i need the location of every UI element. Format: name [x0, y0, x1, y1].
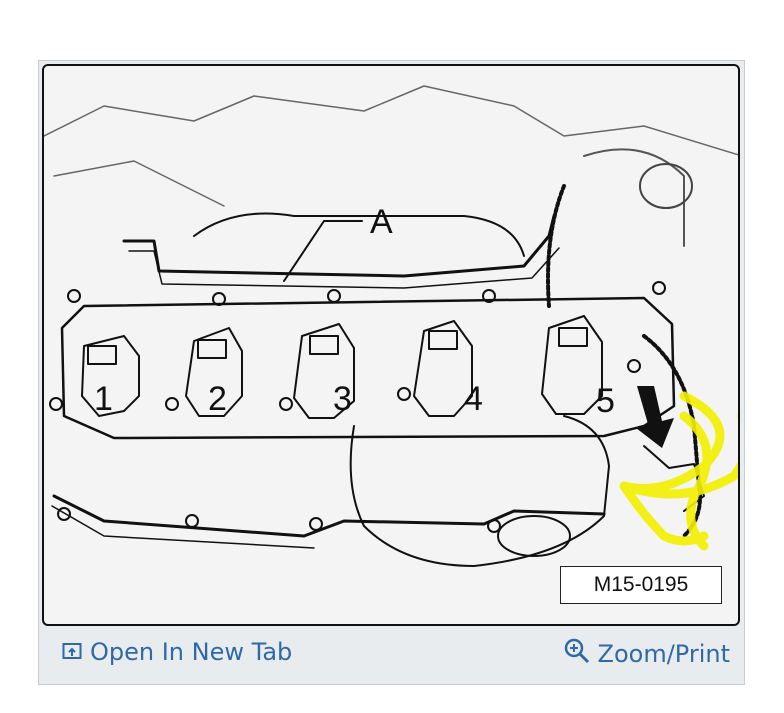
cylinder-label-2: 2	[208, 380, 227, 418]
magnifier-plus-icon	[564, 638, 590, 670]
callout-label-a: A	[370, 203, 393, 241]
cylinder-label-4: 4	[464, 380, 483, 418]
arrow-icon	[636, 386, 674, 448]
engine-line-drawing	[44, 85, 738, 567]
cylinder-label-1: 1	[94, 380, 113, 418]
external-link-icon	[62, 638, 82, 666]
cylinder-label-5: 5	[596, 382, 615, 420]
open-in-new-tab-label: Open In New Tab	[90, 638, 293, 666]
zoom-print-label: Zoom/Print	[597, 640, 730, 668]
image-toolbar: Open In New Tab Zoom/Print	[42, 628, 740, 680]
cylinder-label-3: 3	[333, 380, 352, 418]
figure-code: M15-0195	[560, 566, 722, 604]
engine-diagram: A 1 2 3 4 5 M15-0195	[42, 64, 740, 626]
open-in-new-tab-button[interactable]: Open In New Tab	[62, 638, 292, 666]
zoom-print-button[interactable]: Zoom/Print	[564, 638, 730, 670]
